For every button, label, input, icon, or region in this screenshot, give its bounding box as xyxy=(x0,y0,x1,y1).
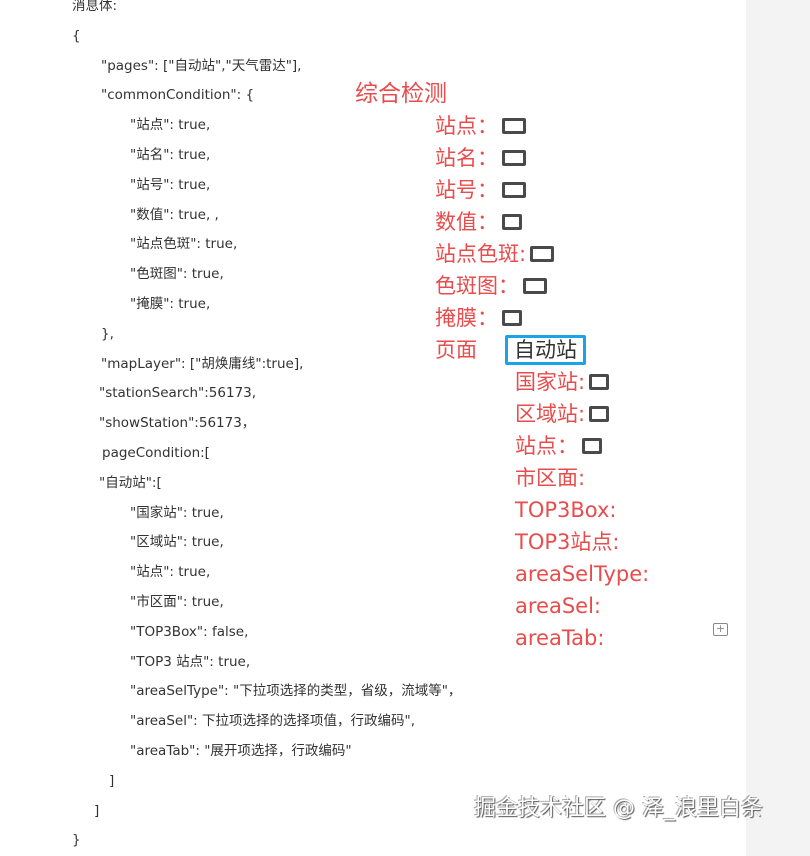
page-condition-item: 区域站: xyxy=(515,401,610,427)
page-condition-item: 市区面: xyxy=(515,465,585,491)
checkbox[interactable] xyxy=(582,438,602,454)
annotation-label: 页面 xyxy=(435,338,477,362)
common-condition-item: 站名： xyxy=(435,145,526,171)
code-line: "色斑图": true, xyxy=(130,266,224,283)
code-line: "自动站":[ xyxy=(99,474,162,491)
code-line: ] xyxy=(109,772,115,789)
annotation-title: 综合检测 xyxy=(355,81,447,107)
checkbox[interactable] xyxy=(589,406,610,422)
annotation-label: 站点： xyxy=(515,434,578,458)
annotation-label: 掩膜： xyxy=(435,306,498,330)
annotation-label: TOP3站点: xyxy=(515,530,620,554)
code-line: "TOP3 站点": true, xyxy=(130,653,251,670)
annotation-label: TOP3Box: xyxy=(515,498,617,522)
checkbox[interactable] xyxy=(502,118,526,134)
code-line: "区域站": true, xyxy=(130,534,224,551)
common-condition-item: 站点色斑: xyxy=(435,241,555,267)
code-line: "掩膜": true, xyxy=(130,296,211,312)
code-line: }, xyxy=(101,325,114,342)
checkbox[interactable] xyxy=(502,182,526,198)
code-line: "数值": true, , xyxy=(130,206,219,223)
code-line: ] xyxy=(94,802,100,819)
code-line: "areaSel": 下拉项选择的选择项值，行政编码", xyxy=(130,713,415,730)
code-line: "showStation":56173， xyxy=(99,415,256,432)
code-line: } xyxy=(72,832,81,849)
common-condition-item: 站号： xyxy=(435,177,526,203)
page-select[interactable]: 自动站 xyxy=(505,335,586,365)
code-line: "站点": true, xyxy=(130,564,211,581)
page-condition-item: areaSelType: xyxy=(515,561,649,587)
annotation-label: areaSelType: xyxy=(515,562,650,586)
code-line: { xyxy=(72,27,81,44)
checkbox[interactable] xyxy=(589,374,610,390)
code-line: 消息体: xyxy=(72,0,118,14)
code-line: "pages": ["自动站","天气雷达"], xyxy=(101,57,302,74)
code-line: "站点": true, xyxy=(130,117,211,134)
right-margin-panel xyxy=(746,0,810,856)
annotation-label: 站点色斑: xyxy=(435,242,527,266)
annotation-label: 综合检测 xyxy=(355,81,447,107)
annotation-label: 市区面: xyxy=(515,466,586,490)
code-line: "areaSelType": "下拉项选择的类型，省级，流域等"， xyxy=(130,683,462,700)
code-line: "TOP3Box": false, xyxy=(130,623,249,640)
code-line: "市区面": true, xyxy=(130,594,224,610)
code-line: "stationSearch":56173, xyxy=(99,385,257,402)
checkbox[interactable] xyxy=(530,246,555,262)
annotation-label: 站号： xyxy=(435,178,498,202)
code-line: "站点色斑": true, xyxy=(130,236,238,253)
checkbox[interactable] xyxy=(502,214,522,230)
page-row: 页面 自动站 xyxy=(435,335,586,365)
common-condition-item: 掩膜： xyxy=(435,305,522,331)
code-line: "mapLayer": ["胡焕庸线":true], xyxy=(101,355,304,372)
annotation-label: 色斑图： xyxy=(435,274,519,298)
code-line: "国家站": true, xyxy=(130,504,224,521)
code-line: "站名": true, xyxy=(130,147,211,163)
code-line: "areaTab": "展开项选择，行政编码" xyxy=(130,743,352,759)
common-condition-item: 色斑图： xyxy=(435,273,547,299)
annotation-label: 区域站: xyxy=(515,402,586,426)
code-line: pageCondition:[ xyxy=(102,445,210,461)
add-comment-icon[interactable]: + xyxy=(713,623,728,636)
annotation-label: areaTab: xyxy=(515,626,605,650)
page-condition-item: 国家站: xyxy=(515,369,610,395)
checkbox[interactable] xyxy=(502,310,522,326)
annotation-label: 站名： xyxy=(435,146,498,170)
code-line: "commonCondition": { xyxy=(101,87,255,104)
watermark: 掘金技术社区 @ 泽_浪里白条 xyxy=(474,796,763,821)
annotation-label: areaSel: xyxy=(515,594,601,618)
annotation-label: 站点： xyxy=(435,114,498,138)
page-condition-item: areaSel: xyxy=(515,593,601,619)
annotation-label: 数值： xyxy=(435,210,498,234)
page-condition-item: areaTab: xyxy=(515,625,604,651)
checkbox[interactable] xyxy=(523,278,547,294)
page-condition-item: TOP3Box: xyxy=(515,497,617,523)
page-condition-item: TOP3站点: xyxy=(515,529,619,555)
annotation-label: 国家站: xyxy=(515,370,586,394)
common-condition-item: 数值： xyxy=(435,209,522,235)
checkbox[interactable] xyxy=(502,150,526,166)
common-condition-item: 站点： xyxy=(435,113,526,139)
code-line: "站号": true, xyxy=(130,176,211,193)
page-condition-item: 站点： xyxy=(515,433,602,459)
